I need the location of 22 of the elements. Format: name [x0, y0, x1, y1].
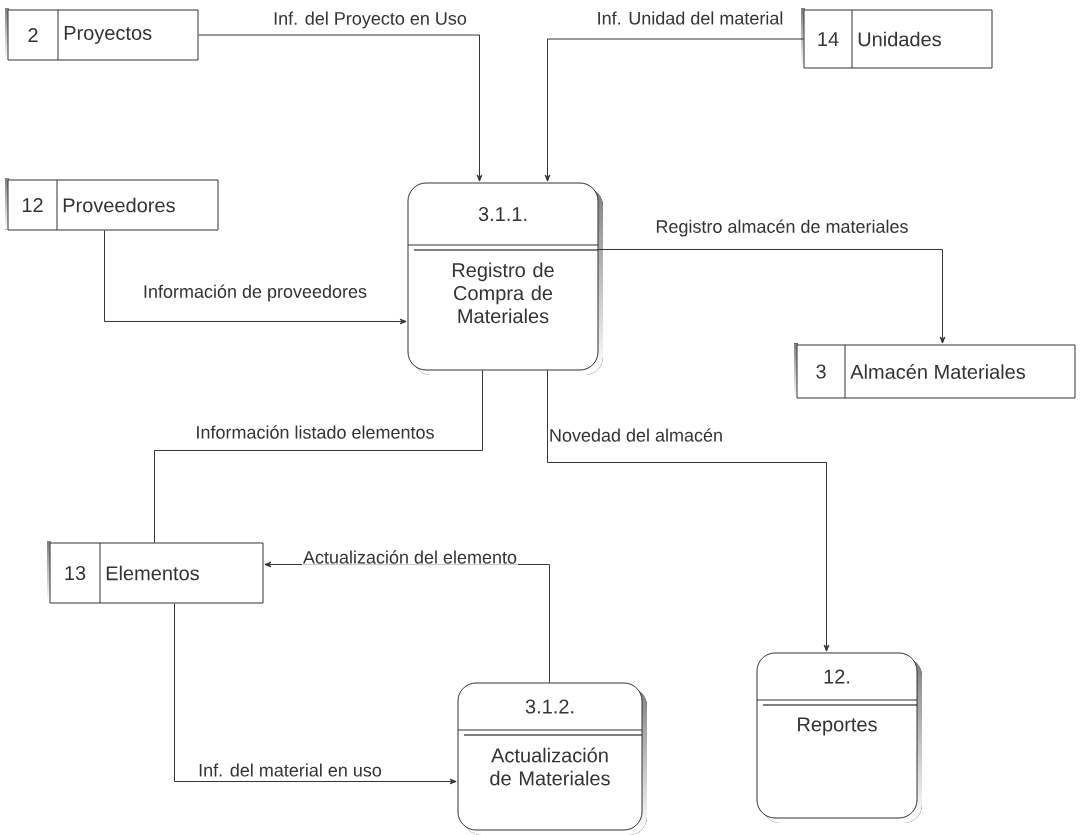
edge-label: Novedad del almacén — [547, 427, 725, 443]
data-store-box: 2 Proyectos — [5, 8, 199, 61]
process-box: 3.1.1. Registro de Compra de Materiales — [407, 182, 603, 375]
process-box: 3.1.2. Actualización de Materiales — [457, 682, 647, 835]
arrow — [104, 230, 407, 325]
data-store-box: 13 Elementos — [47, 541, 264, 604]
edge-label: Actualización del elemento — [301, 549, 519, 565]
arrow — [198, 34, 483, 182]
arrow — [547, 370, 830, 652]
edge-label: Inf. Unidad del material — [595, 10, 785, 26]
edge-label: Información listado elementos — [194, 424, 436, 440]
edge-label: Inf. del Proyecto en Uso — [272, 10, 468, 30]
process-box: 12. Reportes — [756, 652, 922, 823]
data-store-box: 12 Proveedores — [5, 178, 219, 231]
arrow — [598, 249, 946, 344]
edge-label: Registro almacén de materiales — [654, 218, 910, 238]
edge-label: Inf. del material en uso — [197, 762, 383, 778]
arrow — [544, 38, 804, 182]
data-store-box: 14 Unidades — [801, 8, 993, 69]
arrow — [174, 603, 457, 785]
data-store-box: 3 Almacén Materiales — [794, 343, 1076, 399]
edge-label: Información de proveedores — [141, 283, 369, 303]
